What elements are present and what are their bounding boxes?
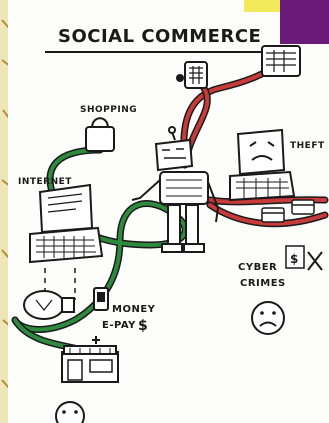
tablet-device-icon xyxy=(261,45,301,77)
dollar-bill-icon: $ xyxy=(285,245,305,269)
corner-purple xyxy=(280,0,329,44)
robot-icon xyxy=(131,126,220,253)
label-internet: INTERNET xyxy=(18,177,72,187)
label-theft: THEFT xyxy=(290,141,325,151)
corner-yellow xyxy=(244,0,280,12)
svg-text:$: $ xyxy=(290,252,298,266)
credit-card-icon xyxy=(261,199,315,223)
label-money: MONEY xyxy=(112,304,156,315)
shop-icon xyxy=(61,336,119,383)
shopping-bag-icon xyxy=(85,117,115,152)
smiley-face-icon xyxy=(55,401,85,423)
hacker-laptop-icon xyxy=(229,128,296,202)
left-strip-scribbles xyxy=(1,19,11,389)
diagram-title: SOCIAL COMMERCE xyxy=(58,26,261,47)
label-crimes: CRIMES xyxy=(240,278,286,289)
card-phone-icon xyxy=(93,287,109,311)
sad-face-icon xyxy=(251,301,285,335)
lightbulb-icon xyxy=(23,290,75,320)
label-epay: E-PAY xyxy=(102,320,136,331)
dashed-lines-laptop xyxy=(44,268,76,300)
red-wire-lower-fill xyxy=(208,203,327,226)
x-mark-icon xyxy=(307,251,323,271)
label-dollar: $ xyxy=(138,318,148,334)
label-cyber: CYBER xyxy=(238,262,277,273)
label-shopping: SHOPPING xyxy=(80,105,137,115)
phone-device-icon xyxy=(176,61,208,89)
laptop-icon xyxy=(29,183,104,264)
